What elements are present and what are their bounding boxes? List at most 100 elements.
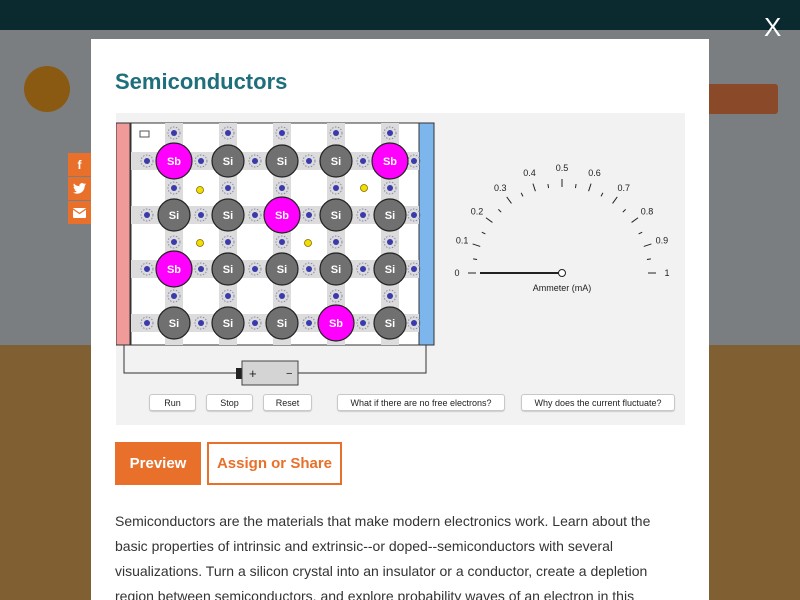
electron-orbit xyxy=(194,316,208,330)
silicon-atom: Si xyxy=(319,198,353,232)
electron-dot xyxy=(411,158,417,164)
electron-dot xyxy=(333,239,339,245)
facebook-icon[interactable]: f xyxy=(68,153,91,176)
atom-label: Si xyxy=(331,210,341,222)
electron-orbit xyxy=(167,235,181,249)
reset-button[interactable]: Reset xyxy=(263,394,312,411)
electron-orbit xyxy=(248,154,262,168)
electron-orbit xyxy=(329,126,343,140)
right-plate xyxy=(418,122,435,346)
no-free-electrons-button[interactable]: What if there are no free electrons? xyxy=(337,394,505,411)
bond-electron xyxy=(383,235,397,249)
stop-button[interactable]: Stop xyxy=(206,394,253,411)
electron-orbit xyxy=(248,262,262,276)
ammeter-tick-label: 0.3 xyxy=(494,183,507,193)
bond-electron xyxy=(356,154,370,168)
electron-dot xyxy=(333,130,339,136)
electron-dot xyxy=(225,185,231,191)
silicon-atom: Si xyxy=(211,144,245,178)
electron-dot xyxy=(198,212,204,218)
share-bar: f xyxy=(68,153,91,225)
ammeter-tick xyxy=(498,209,502,213)
page-title: Semiconductors xyxy=(115,69,288,94)
electron-dot xyxy=(279,239,285,245)
electron-dot xyxy=(252,158,258,164)
atom-circle xyxy=(263,196,301,234)
bond-electron xyxy=(302,262,316,276)
electron-orbit xyxy=(167,289,181,303)
ammeter-tick xyxy=(485,217,493,223)
ammeter-tick xyxy=(472,243,481,247)
current-fluctuate-button[interactable]: Why does the current fluctuate? xyxy=(521,394,675,411)
electron-orbit xyxy=(407,316,421,330)
electron-dot xyxy=(360,212,366,218)
electron-orbit xyxy=(221,181,235,195)
bond-electron xyxy=(167,126,181,140)
free-electron xyxy=(304,239,312,247)
bond-electron xyxy=(407,262,421,276)
electron-dot xyxy=(333,293,339,299)
atom-label: Si xyxy=(169,318,179,330)
atom-circle xyxy=(373,198,407,232)
email-icon[interactable] xyxy=(68,201,91,224)
atom-circle xyxy=(371,142,409,180)
atom-label: Sb xyxy=(329,318,343,330)
electron-orbit xyxy=(194,262,208,276)
electron-orbit xyxy=(275,126,289,140)
bond-electron xyxy=(140,154,154,168)
silicon-atom: Si xyxy=(157,198,191,232)
electron-dot xyxy=(333,185,339,191)
silicon-atom: Si xyxy=(373,306,407,340)
antimony-atom: Sb xyxy=(155,142,193,180)
bond-electron xyxy=(221,235,235,249)
electron-orbit xyxy=(302,262,316,276)
ammeter-tick xyxy=(481,231,486,235)
bond-electron xyxy=(356,316,370,330)
electron-orbit xyxy=(302,316,316,330)
atom-circle xyxy=(211,252,245,286)
electron-orbit xyxy=(356,262,370,276)
bond-column xyxy=(327,123,345,345)
electron-dot xyxy=(144,266,150,272)
electron-dot xyxy=(252,266,258,272)
close-modal-button[interactable]: X xyxy=(764,12,782,42)
bond-electron xyxy=(167,235,181,249)
electron-dot xyxy=(279,185,285,191)
bond-electron xyxy=(140,316,154,330)
ammeter-tick xyxy=(600,192,604,197)
ammeter-tick-label: 0.2 xyxy=(471,206,484,216)
thermometer-icon xyxy=(139,130,150,138)
silicon-atom: Si xyxy=(265,252,299,286)
ammeter-tick xyxy=(638,231,643,235)
twitter-icon[interactable] xyxy=(68,177,91,200)
atom-circle xyxy=(265,144,299,178)
bond-electron xyxy=(194,316,208,330)
ammeter-tick-label: 0.5 xyxy=(556,163,569,173)
background-button xyxy=(700,84,778,114)
atom-label: Si xyxy=(385,318,395,330)
bond-electron xyxy=(194,208,208,222)
electron-dot xyxy=(144,158,150,164)
bond-electron xyxy=(167,181,181,195)
electron-dot xyxy=(306,212,312,218)
bond-electron xyxy=(329,235,343,249)
antimony-atom: Sb xyxy=(317,304,355,342)
bond-electron xyxy=(221,126,235,140)
run-button[interactable]: Run xyxy=(149,394,196,411)
electron-orbit xyxy=(356,316,370,330)
antimony-atom: Sb xyxy=(155,250,193,288)
tab-assign-or-share[interactable]: Assign or Share xyxy=(207,442,342,485)
bond-electron xyxy=(275,181,289,195)
tab-preview[interactable]: Preview xyxy=(115,442,201,485)
atom-label: Sb xyxy=(275,210,289,222)
silicon-atom: Si xyxy=(211,198,245,232)
ammeter-tick-label: 0.1 xyxy=(456,236,469,246)
bond-column xyxy=(273,123,291,345)
bond-electron xyxy=(329,289,343,303)
electron-orbit xyxy=(248,316,262,330)
bond-electron xyxy=(140,262,154,276)
